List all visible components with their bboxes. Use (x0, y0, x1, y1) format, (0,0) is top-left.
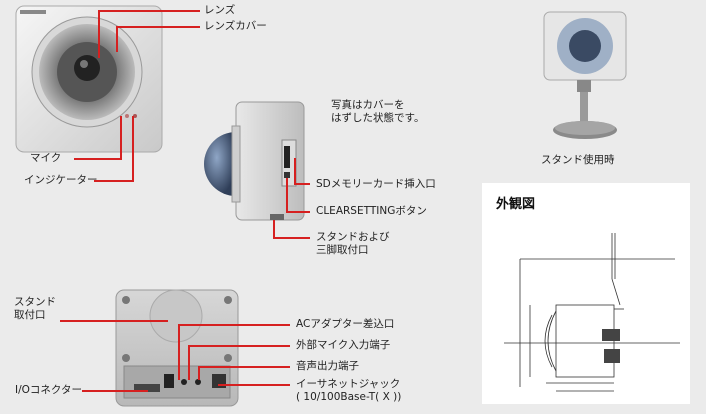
leader-cover-h (116, 26, 200, 28)
label-stand-use: スタンド使用時 (541, 154, 615, 166)
label-ac-adapter: ACアダプター差込口 (296, 318, 395, 330)
label-ext-mic: 外部マイク入力端子 (296, 339, 391, 351)
leader-lens (98, 10, 100, 58)
leader-mic (74, 158, 122, 160)
leader-indicator-v (132, 116, 134, 182)
leader-audio-h (198, 366, 290, 368)
camera-front-photo (15, 5, 163, 153)
label-lens: レンズ (204, 4, 236, 16)
camera-side-photo (204, 101, 305, 221)
leader-rear-stand (60, 320, 168, 322)
label-mic: マイク (30, 152, 62, 164)
label-io-connector: I/Oコネクター (15, 384, 82, 396)
label-ethernet: イーサネットジャック ( 10/100Base-T( X )) (296, 378, 402, 403)
leader-lens-h (98, 10, 200, 12)
leader-stand (273, 220, 275, 239)
leader-cover (116, 26, 118, 52)
leader-ac (178, 324, 180, 380)
leader-sd-h (294, 183, 310, 185)
camera-rear-photo (115, 289, 239, 407)
leader-ac-h (178, 324, 290, 326)
leader-indicator (94, 180, 134, 182)
outline-drawing-panel: 外観図 (482, 183, 690, 404)
leader-ether (218, 384, 290, 386)
camera-stand-photo (543, 11, 627, 139)
label-indicator: インジケーター (24, 174, 98, 186)
label-sd-slot: SDメモリーカード挿入口 (316, 178, 436, 190)
leader-io (82, 390, 148, 392)
leader-extmic (188, 345, 190, 380)
leader-mic-v (120, 116, 122, 160)
label-stand-mount: スタンド 取付口 (14, 296, 56, 321)
label-clear-setting: CLEARSETTINGボタン (316, 205, 427, 217)
leader-audio (198, 366, 200, 380)
leader-clear-h (286, 211, 310, 213)
leader-stand-h (273, 237, 310, 239)
label-audio-out: 音声出力端子 (296, 360, 359, 372)
leader-clear (286, 178, 288, 213)
label-lens-cover: レンズカバー (204, 20, 267, 32)
label-note: 写真はカバーを はずした状態です。 (331, 99, 425, 124)
leader-extmic-h (188, 345, 290, 347)
leader-sd (294, 158, 296, 185)
outline-title: 外観図 (496, 197, 536, 212)
label-stand-mount-tripod: スタンドおよび 三脚取付口 (316, 231, 390, 256)
outline-drawing (504, 233, 680, 392)
